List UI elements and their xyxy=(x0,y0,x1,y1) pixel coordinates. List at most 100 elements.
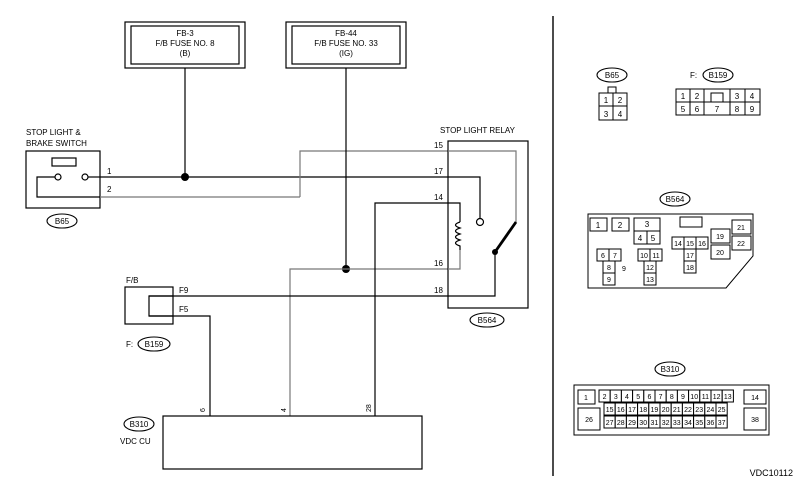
fuse-33-supply: (IG) xyxy=(339,49,353,58)
wire-relay15 xyxy=(299,150,448,197)
b310-cell-label: 2 xyxy=(603,394,607,401)
splice-node-1 xyxy=(181,173,189,181)
vdc-body xyxy=(162,415,423,470)
relay-pin-15: 15 xyxy=(434,141,443,150)
view-b159-connector: 1 2 3 4 5 6 7 8 9 xyxy=(675,88,761,116)
vdc-pin-6: 6 xyxy=(200,408,207,412)
b310-cell-label: 7 xyxy=(659,394,663,401)
relay-connector-label: B564 xyxy=(478,316,497,325)
svg-text:4: 4 xyxy=(618,110,623,119)
b310-cell-label: 10 xyxy=(690,394,698,401)
svg-text:1: 1 xyxy=(604,96,609,105)
b310-cell-label: 21 xyxy=(673,407,681,414)
brake-switch-contact-icon xyxy=(36,157,100,198)
b310-cell-label: 13 xyxy=(724,394,732,401)
view-b564-tag xyxy=(659,191,691,207)
fb-loop xyxy=(148,295,173,317)
b310-cell-label: 6 xyxy=(647,394,651,401)
relay-pin-18: 18 xyxy=(434,286,443,295)
relay-internal-17 xyxy=(448,176,481,218)
b310-cell-label: 28 xyxy=(617,420,625,427)
vdc-name: VDC CU xyxy=(120,437,151,446)
fb-pin-f9: F9 xyxy=(179,286,189,295)
b310-cell-label: 22 xyxy=(684,407,692,414)
svg-text:7: 7 xyxy=(715,105,720,114)
svg-text:5: 5 xyxy=(651,234,656,243)
relay-pin-17: 17 xyxy=(434,167,443,176)
svg-text:22: 22 xyxy=(737,241,745,248)
svg-text:10: 10 xyxy=(640,253,648,260)
b310-cell-label: 15 xyxy=(606,407,614,414)
svg-text:11: 11 xyxy=(652,253,659,260)
svg-text:2: 2 xyxy=(695,92,700,101)
fuse-box-8: FB-3 F/B FUSE NO. 8 (B) xyxy=(124,21,246,69)
view-b564-connector: 1 2 3 4 5 6 7 8 9 9 10 11 12 13 14 15 16… xyxy=(587,213,754,289)
vdc-connector-label: B310 xyxy=(130,420,149,429)
svg-text:9: 9 xyxy=(622,266,626,273)
svg-text:15: 15 xyxy=(686,241,694,248)
b310-cell-label: 11 xyxy=(702,394,709,401)
view-b65-label: B65 xyxy=(605,71,620,80)
view-b159-label: B159 xyxy=(709,71,728,80)
fuse-33-code: FB-44 xyxy=(335,29,357,38)
view-b65-tag xyxy=(596,67,628,83)
relay-arm-icon xyxy=(493,221,518,253)
svg-text:5: 5 xyxy=(681,105,686,114)
switch-connector-label: B65 xyxy=(55,217,70,226)
b310-cell-label: 20 xyxy=(662,407,670,414)
fuse-8-code: FB-3 xyxy=(176,29,194,38)
svg-text:26: 26 xyxy=(585,417,593,424)
b310-cell-label: 5 xyxy=(636,394,640,401)
fb-connector-tag xyxy=(137,336,171,352)
svg-text:14: 14 xyxy=(751,395,759,402)
view-b310-label: B310 xyxy=(661,365,680,374)
switch-title-2: BRAKE SWITCH xyxy=(26,139,87,148)
svg-text:16: 16 xyxy=(698,241,706,248)
fuse-box-33: FB-44 F/B FUSE NO. 33 (IG) xyxy=(285,21,407,69)
view-b159-prefix: F: xyxy=(690,71,697,80)
b310-cell-label: 3 xyxy=(614,394,618,401)
b310-cell-label: 30 xyxy=(639,420,647,427)
vdc-pin-28: 28 xyxy=(366,404,373,412)
svg-text:6: 6 xyxy=(601,253,605,260)
wire-relay14-vdc28 xyxy=(374,202,448,416)
fuse-33-name: F/B FUSE NO. 33 xyxy=(314,39,378,48)
svg-text:13: 13 xyxy=(646,277,654,284)
brake-switch-body xyxy=(25,150,101,209)
svg-text:4: 4 xyxy=(638,234,643,243)
fuse-8-name: F/B FUSE NO. 8 xyxy=(155,39,215,48)
svg-text:14: 14 xyxy=(674,241,682,248)
b310-cell-label: 35 xyxy=(695,420,703,427)
relay-internal-16 xyxy=(448,250,461,270)
svg-text:1: 1 xyxy=(681,92,686,101)
b310-cell-label: 37 xyxy=(718,420,726,427)
svg-text:2: 2 xyxy=(618,221,623,230)
relay-contact-icon xyxy=(475,217,485,227)
view-b564-label: B564 xyxy=(666,195,685,204)
svg-text:2: 2 xyxy=(618,96,623,105)
relay-internal-18 xyxy=(448,252,496,297)
view-b159-tag xyxy=(702,67,734,83)
vdc-connector-tag xyxy=(123,416,155,432)
b310-cell-label: 32 xyxy=(662,420,670,427)
b310-cell xyxy=(721,389,734,403)
relay-pin-16: 16 xyxy=(434,259,443,268)
svg-text:3: 3 xyxy=(645,220,650,229)
b310-cell-label: 8 xyxy=(670,394,674,401)
relay-connector-tag xyxy=(469,312,505,328)
svg-text:7: 7 xyxy=(613,253,617,260)
svg-text:3: 3 xyxy=(735,92,740,101)
relay-internal-15 xyxy=(448,150,517,222)
svg-text:38: 38 xyxy=(751,417,759,424)
svg-text:4: 4 xyxy=(750,92,755,101)
fb-connector-label: B159 xyxy=(145,340,164,349)
svg-text:20: 20 xyxy=(716,250,724,257)
view-b310-tag xyxy=(654,361,686,377)
switch-title-1: STOP LIGHT & xyxy=(26,128,81,137)
b310-cell-label: 16 xyxy=(617,407,625,414)
b310-cell-label: 9 xyxy=(681,394,685,401)
svg-text:8: 8 xyxy=(607,265,611,272)
svg-text:1: 1 xyxy=(596,221,601,230)
svg-text:9: 9 xyxy=(750,105,755,114)
view-b65-connector: 1 2 3 4 xyxy=(598,86,628,121)
